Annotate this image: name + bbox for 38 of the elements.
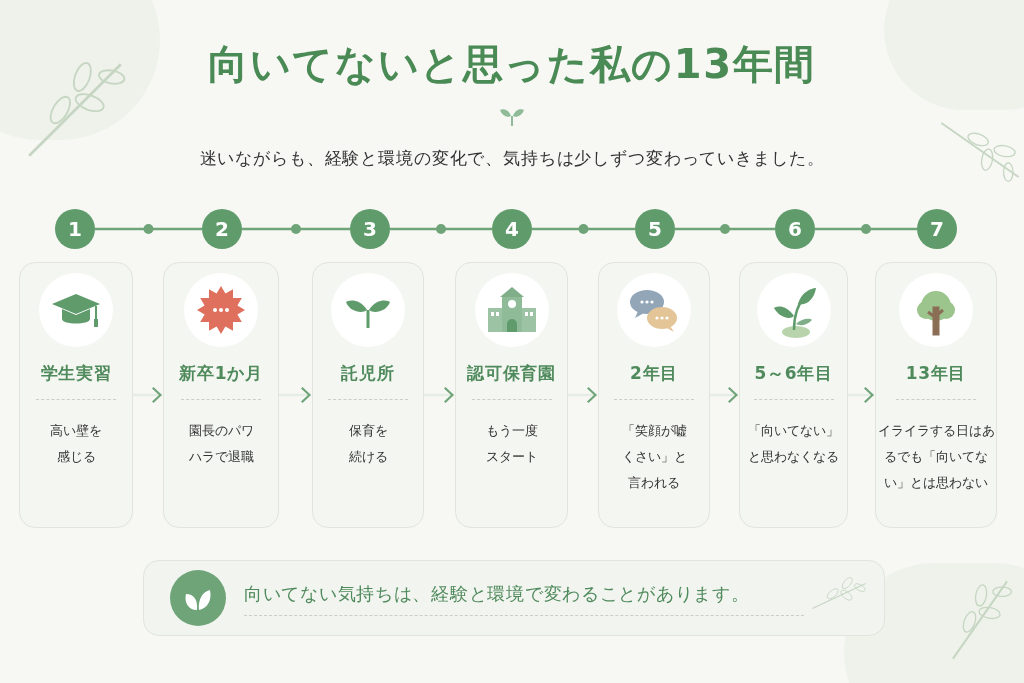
step-number: 5	[635, 209, 675, 249]
step-card	[598, 262, 710, 528]
timeline-connector	[532, 227, 635, 231]
timeline-connector	[242, 227, 350, 231]
step-number: 7	[917, 209, 957, 249]
step-description: 「向いてない」と思わなくなる	[747, 421, 840, 466]
step-number: 1	[55, 209, 95, 249]
timeline-connector	[95, 227, 202, 231]
step-description: 高い壁を感じる	[49, 421, 103, 466]
timeline-connector	[815, 227, 917, 231]
step-card	[455, 262, 568, 528]
step-description: イライラする日はあるでも「向いてない」とは思わない	[876, 421, 996, 492]
step-card	[875, 262, 997, 528]
step-card	[312, 262, 424, 528]
step-heading: 託児所	[341, 362, 395, 385]
step-heading: 新卒1か月	[179, 362, 263, 385]
step-description: 保育を続ける	[347, 421, 389, 466]
step-heading: 学生実習	[40, 362, 112, 385]
step-description: 園長のパワハラで退職	[187, 421, 255, 466]
step-number: 6	[775, 209, 815, 249]
timeline-connector	[675, 227, 775, 231]
step-number: 4	[492, 209, 532, 249]
step-card	[19, 262, 133, 528]
summary-text: 向いてない気持ちは、経験と環境で変わることがあります。	[244, 582, 751, 606]
timeline-connector	[390, 227, 492, 231]
step-heading: 13年目	[905, 362, 967, 385]
step-card	[739, 262, 848, 528]
step-number: 2	[202, 209, 242, 249]
title: 向いてないと思った私の13年間	[208, 40, 816, 89]
step-heading: 認可保育園	[467, 362, 556, 385]
summary-banner	[143, 560, 885, 636]
step-number: 3	[350, 209, 390, 249]
step-heading: 2年目	[630, 362, 678, 385]
step-description: 「笑顔が嘘くさい」と言われる	[620, 421, 688, 492]
subtitle: 迷いながらも、経験と環境の変化で、気持ちは少しずつ変わっていきました。	[199, 147, 825, 170]
step-description: もう一度スタート	[484, 421, 539, 466]
step-card	[163, 262, 279, 528]
step-heading: 5～6年目	[754, 362, 833, 385]
